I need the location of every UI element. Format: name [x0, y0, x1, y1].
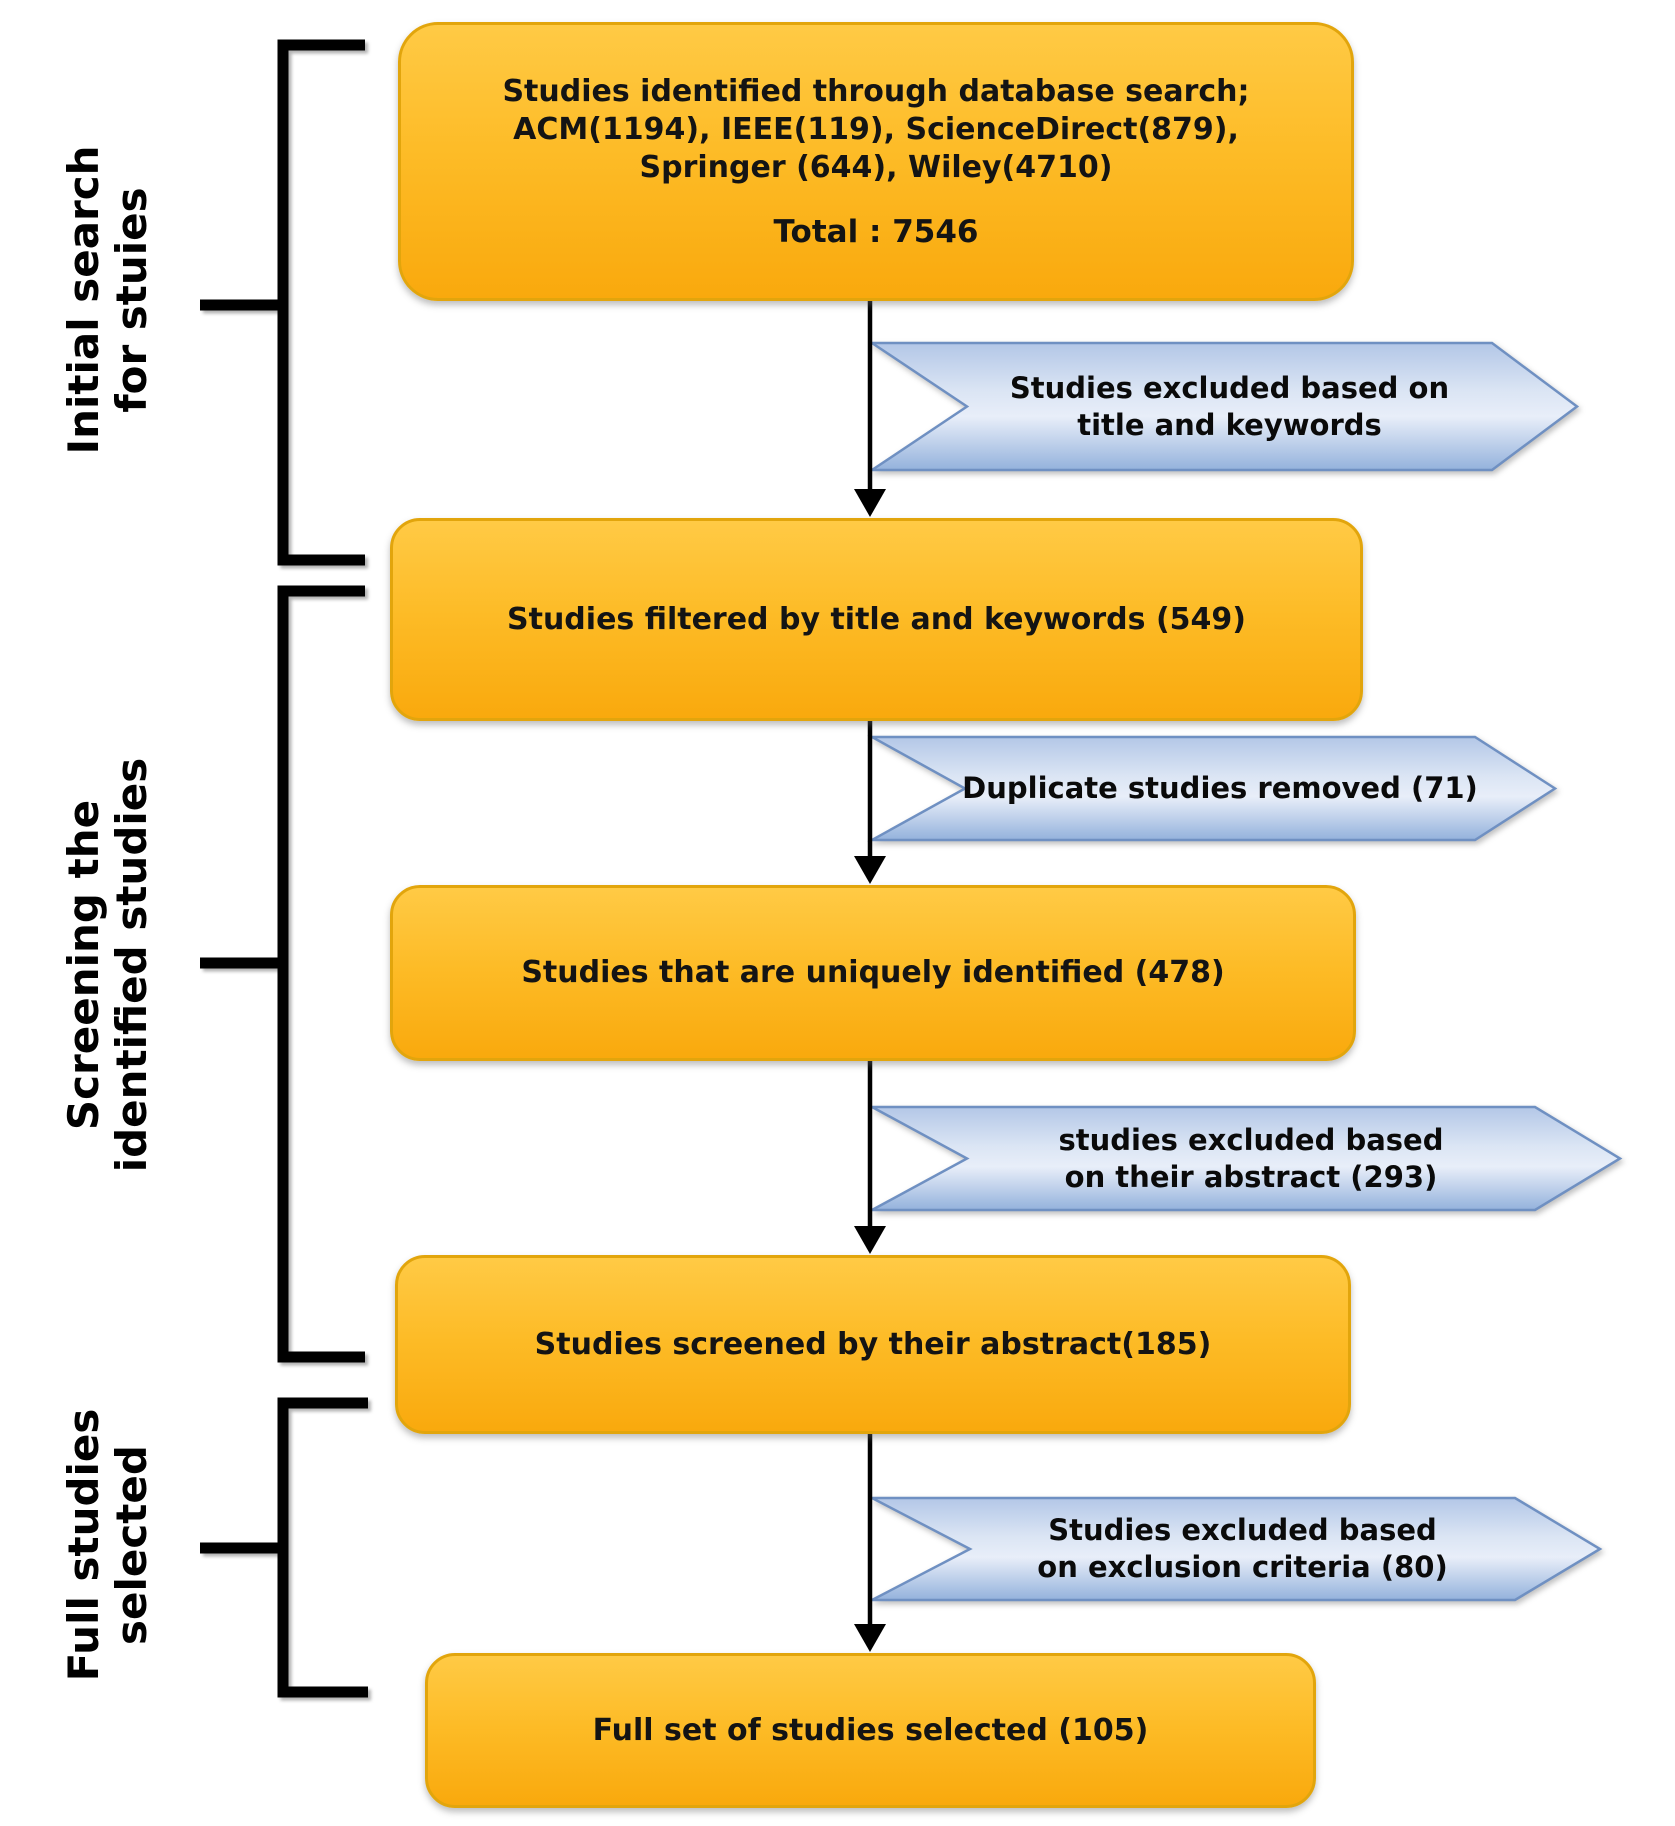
bracket-screening [277, 585, 365, 1363]
phase-label-line: identified studies [107, 757, 156, 1173]
bracket-initial-search [277, 39, 365, 566]
box-text-line: ACM(1194), IEEE(119), ScienceDirect(879)… [513, 111, 1239, 147]
box-text-line: Studies that are uniquely identified (47… [521, 955, 1225, 990]
box-text-line: Studies identified through database sear… [502, 73, 1250, 109]
callout-text-line: Duplicate studies removed (71) [962, 771, 1478, 805]
box-text-line: Studies screened by their abstract(185) [534, 1326, 1212, 1362]
phase-brackets [200, 39, 368, 1698]
phase-label-full-studies: Full studies selected [59, 1408, 156, 1682]
phase-label-line: selected [107, 1445, 156, 1645]
box-total-line: Total : 7546 [773, 213, 979, 250]
flow-arrowhead-4 [854, 1624, 886, 1652]
callout-arrow-criteria [871, 1496, 1603, 1602]
callout-text-line: studies excluded based [1058, 1122, 1444, 1157]
flow-arrowhead-2 [854, 856, 886, 884]
callout-text-line: on their abstract (293) [1064, 1159, 1438, 1194]
callout-text-duplicates: Duplicate studies removed (71) [962, 737, 1478, 840]
phase-label-line: Full studies [59, 1408, 109, 1682]
phase-label-screening: Screening the identified studies [59, 757, 156, 1173]
flow-arrowhead-3 [854, 1226, 886, 1254]
callout-arrow-title-keywords [867, 341, 1580, 472]
box-uniquely-identified: Studies that are uniquely identified (47… [390, 885, 1356, 1061]
flow-connectors [854, 295, 886, 1652]
phase-label-line: Screening the [59, 799, 109, 1131]
callout-arrow-duplicates [867, 735, 1558, 842]
box-text-line: Studies filtered by title and keywords (… [507, 601, 1246, 637]
exclusion-callout-arrows [867, 341, 1623, 1602]
callout-text-line: on exclusion criteria (80) [1037, 1550, 1448, 1584]
callout-text-line: Studies excluded based on [1009, 370, 1450, 405]
phase-label-line: for stuies [107, 187, 156, 413]
callout-text-abstract: studies excluded based on their abstract… [967, 1107, 1535, 1210]
phase-label-initial-search: Initial search for stuies [59, 145, 156, 455]
bracket-full-studies [277, 1397, 368, 1698]
box-studies-identified: Studies identified through database sear… [398, 22, 1354, 301]
callout-text-title-keywords: Studies excluded based on title and keyw… [967, 343, 1492, 470]
box-screened-abstract: Studies screened by their abstract(185) [395, 1255, 1351, 1434]
callout-text-criteria: Studies excluded based on exclusion crit… [970, 1498, 1515, 1600]
flow-arrowhead-1 [854, 489, 886, 517]
box-full-set-selected: Full set of studies selected (105) [425, 1653, 1316, 1808]
box-text-line: Full set of studies selected (105) [592, 1712, 1149, 1748]
phase-label-line: Initial search [59, 145, 109, 455]
box-text-line: Springer (644), Wiley(4710) [639, 149, 1113, 185]
callout-text-line: title and keywords [1077, 407, 1382, 442]
box-studies-filtered: Studies filtered by title and keywords (… [390, 518, 1363, 721]
callout-text-line: Studies excluded based [1048, 1513, 1437, 1547]
callout-arrow-abstract [871, 1105, 1623, 1212]
